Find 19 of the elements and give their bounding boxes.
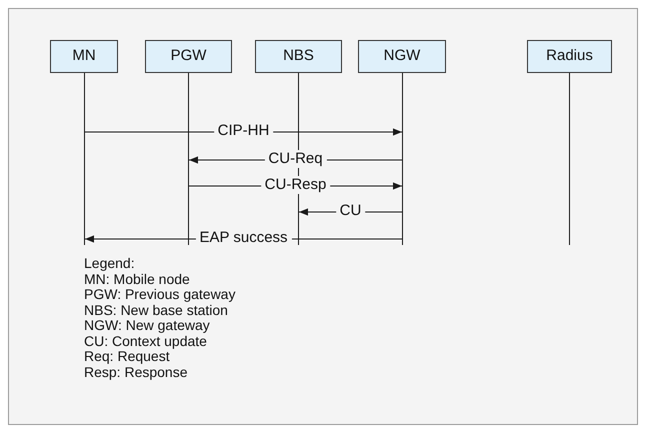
- lifeline: [84, 73, 85, 245]
- legend-entry: NGW: New gateway: [84, 318, 211, 334]
- participant-box: NGW: [358, 40, 446, 73]
- participant-box: NBS: [255, 40, 342, 73]
- legend-entry: MN: Mobile node: [84, 272, 191, 287]
- legend-entry: PGW: Previous gateway: [84, 287, 236, 302]
- legend-entry: Resp: Response: [84, 364, 189, 380]
- participant-box: Radius: [527, 40, 612, 73]
- legend-entry: CU: Context update: [84, 334, 207, 349]
- legend-entry: NBS: New base station: [84, 302, 228, 318]
- legend-heading: Legend:: [84, 256, 136, 272]
- legend-entry: Req: Request: [84, 349, 170, 364]
- participant-box: PGW: [145, 40, 232, 73]
- edge-label: CU-Req: [264, 150, 327, 168]
- lifeline: [188, 73, 189, 245]
- participant-box: MN: [50, 40, 118, 73]
- lifeline: [402, 73, 403, 245]
- lifeline: [569, 73, 570, 245]
- edge-label: CU-Resp: [260, 176, 330, 194]
